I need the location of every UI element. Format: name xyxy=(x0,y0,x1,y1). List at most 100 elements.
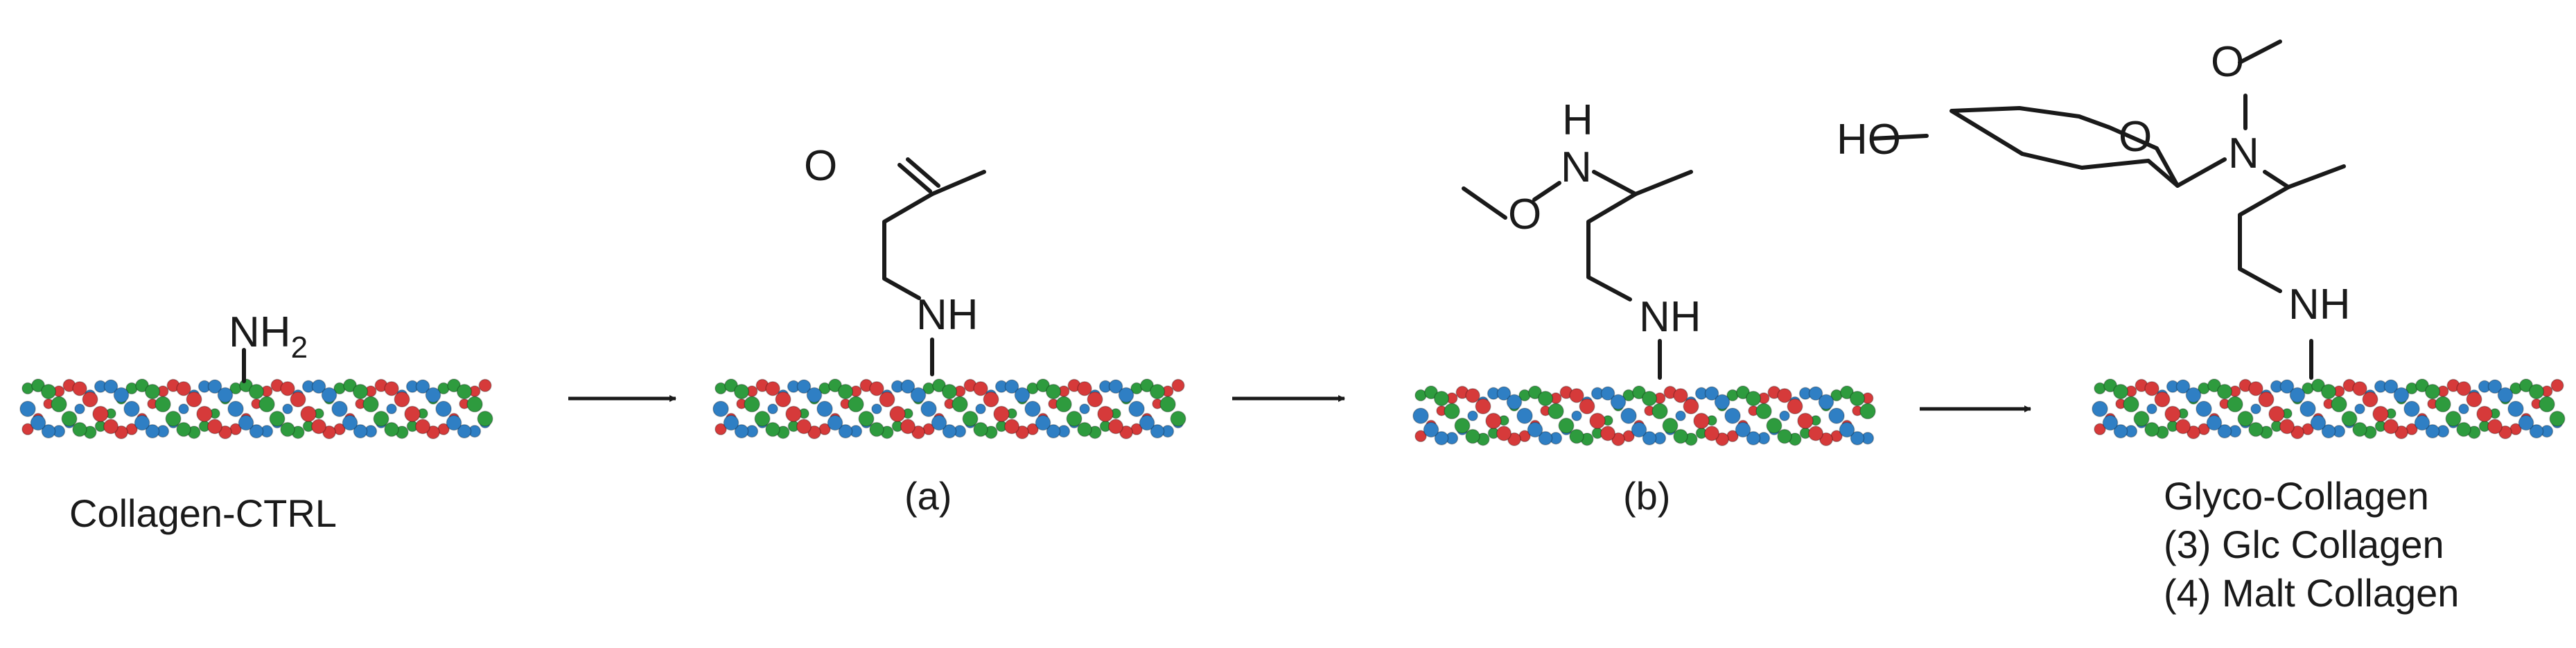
helix-bead xyxy=(280,421,295,437)
helix-bead xyxy=(1004,419,1020,435)
helix-bead xyxy=(217,387,234,403)
helix-bead xyxy=(1693,412,1710,430)
helix-bead xyxy=(2550,378,2564,392)
helix-bead xyxy=(352,383,369,400)
helix-bead xyxy=(1675,410,1686,421)
helix-bead xyxy=(19,401,36,417)
nh-group: NH xyxy=(1639,293,1701,341)
helix-bead xyxy=(72,380,87,396)
helix-bead xyxy=(2539,396,2555,413)
helix-bead xyxy=(2393,387,2410,403)
helix-bead xyxy=(362,396,379,413)
caption-glc-collagen: (3) Glc Collagen xyxy=(2164,523,2444,566)
helix-bead xyxy=(74,403,85,414)
helix-bead xyxy=(1839,421,1855,438)
helix-bead xyxy=(477,410,493,427)
helix-bead xyxy=(227,401,244,417)
helix-bead xyxy=(2206,414,2223,431)
helix-bead xyxy=(2227,396,2243,413)
helix-bead xyxy=(1558,417,1575,434)
helix-bead xyxy=(931,414,947,431)
helix-bead xyxy=(394,391,410,408)
helix-bead xyxy=(1600,386,1615,401)
helix-bead xyxy=(1779,410,1790,421)
helix-bead xyxy=(92,405,109,423)
helix-bead xyxy=(1108,379,1123,394)
helix-bead xyxy=(1651,403,1668,420)
caption-b: (b) xyxy=(1623,474,1670,518)
helix-bead xyxy=(1496,386,1512,401)
helix-bead xyxy=(1548,403,1564,420)
helix-bead xyxy=(1496,426,1512,441)
h-atom: H xyxy=(1562,96,1593,144)
helix-bead xyxy=(1569,387,1584,403)
helix-bead xyxy=(1087,391,1103,408)
helix-bead xyxy=(435,401,452,417)
helix-bead xyxy=(248,383,265,400)
helix-bead xyxy=(2354,403,2365,414)
helix-bead xyxy=(1004,379,1019,394)
helix-bead xyxy=(404,405,421,423)
helix-bead xyxy=(2092,401,2108,417)
helix-bead xyxy=(900,379,915,394)
helix-bead xyxy=(1444,403,1460,420)
helix-bead xyxy=(942,423,957,439)
helix-bead xyxy=(1035,414,1051,431)
helix-bead xyxy=(1735,421,1751,438)
helix-bead xyxy=(2383,419,2399,435)
helix-bead xyxy=(2352,380,2367,396)
helix-bead xyxy=(1465,428,1480,444)
helix-bead xyxy=(414,419,431,435)
helix-bead xyxy=(767,403,778,414)
helix-bead xyxy=(1097,405,1114,423)
helix-bead xyxy=(1569,428,1584,444)
helix-bead xyxy=(2362,391,2378,408)
helix-bead xyxy=(2352,421,2367,437)
helix-bead xyxy=(446,414,462,431)
helix-bead xyxy=(1807,426,1824,441)
helix-bead xyxy=(1620,408,1637,424)
helix-bead xyxy=(962,410,979,427)
helix-bead xyxy=(353,423,368,439)
helix-bead xyxy=(238,414,254,431)
helix-bead xyxy=(1107,419,1124,435)
carbonyl-double-bond xyxy=(897,157,940,193)
oxygen-atom: O xyxy=(804,142,837,190)
helix-bead xyxy=(2424,383,2441,400)
helix-bead xyxy=(1641,390,1658,407)
helix-bead xyxy=(373,410,389,427)
helix-bead xyxy=(1454,417,1471,434)
helix-bead xyxy=(1424,385,1438,400)
helix-bead xyxy=(1777,428,1792,444)
helix-bead xyxy=(889,405,906,423)
helix-bead xyxy=(1704,386,1719,401)
helix-bead xyxy=(425,387,441,403)
helix-bead xyxy=(973,421,988,437)
helix-bead xyxy=(1777,387,1792,403)
helix-bead xyxy=(724,378,738,393)
helix-bead xyxy=(2248,421,2263,437)
helix-bead xyxy=(280,380,295,396)
stage-a: NH O (a) xyxy=(712,142,1186,518)
helix-bead xyxy=(869,380,884,396)
helix-bead xyxy=(321,387,338,403)
helix-bead xyxy=(2144,380,2159,396)
helix-bead xyxy=(785,405,802,423)
helix-bead xyxy=(715,423,727,436)
helix-bead xyxy=(41,423,56,439)
helix-bead xyxy=(1755,403,1772,420)
helix-bead xyxy=(1475,398,1491,414)
helix-bead xyxy=(941,383,958,400)
stage-b: NH N H O (b) xyxy=(1412,96,1876,518)
sugar-ring xyxy=(1949,106,2180,188)
helix-bead xyxy=(2175,379,2191,394)
helix-bead xyxy=(186,391,202,408)
n-atom: N xyxy=(2228,130,2259,177)
helix-bead xyxy=(1610,394,1627,410)
helix-bead xyxy=(1485,412,1502,430)
helix-bead xyxy=(2528,383,2545,400)
helix-bead xyxy=(2518,414,2534,431)
helix-bead xyxy=(2476,405,2493,423)
helix-bead xyxy=(1055,396,1072,413)
